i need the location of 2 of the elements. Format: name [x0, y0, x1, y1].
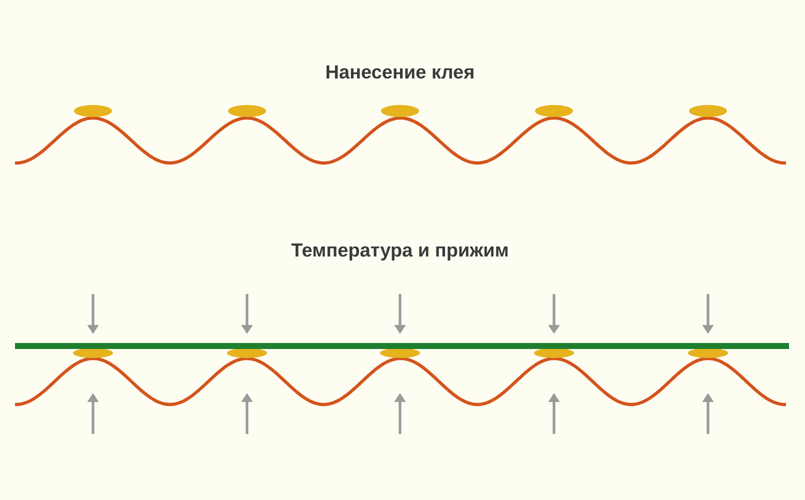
- heading: Нанесение клея: [326, 65, 474, 79]
- heading: Температура и прижим: [291, 244, 508, 260]
